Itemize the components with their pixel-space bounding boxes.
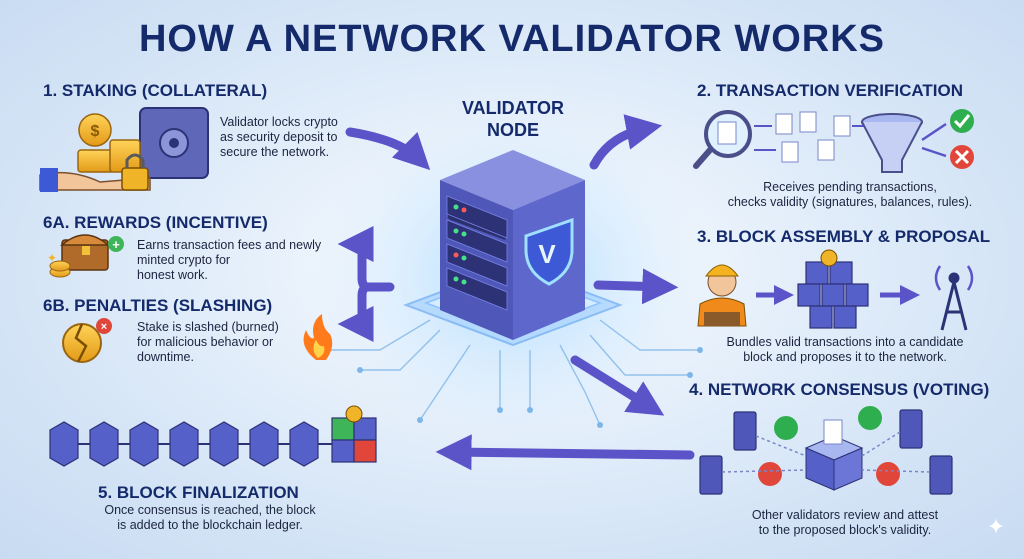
chain-icon [820,249,838,267]
step-3-line: block and proposes it to the network. [743,350,947,364]
step-6a-line: minted crypto for [137,253,231,267]
step-6a-line: honest work. [137,268,208,282]
arrow-to-penalties [337,282,374,342]
step-5-heading: 5. BLOCK FINALIZATION [98,483,299,502]
antenna-icon [934,265,974,331]
svg-text:V: V [538,239,556,269]
verification-art [693,109,974,173]
step-3-heading: 3. BLOCK ASSEMBLY & PROPOSAL [697,227,991,246]
step-4-line: to the proposed block's validity. [758,523,932,537]
chain-icon [345,405,363,423]
arrow-node-to-consensus [570,355,665,416]
validator-node-label-line2: NODE [486,120,539,140]
step-6b-line: Stake is slashed (burned) [137,320,279,334]
server-icon [699,409,953,495]
step-1-line: as security deposit to [220,130,338,144]
step-2-description: Receives pending transactions, checks va… [700,180,1000,210]
svg-text:$: $ [91,123,100,140]
step-6a-heading: 6A. REWARDS (INCENTIVE) [43,213,268,232]
arrow-node-to-verification [589,114,663,170]
step-1-line: secure the network. [220,145,330,159]
step-2-heading: 2. TRANSACTION VERIFICATION [697,81,964,100]
step-1-description: Validator locks crypto as security depos… [220,115,338,160]
arrow-node-to-assembly [593,268,679,305]
step-6b-line: downtime. [137,350,194,364]
step-6a-line: Earns transaction fees and newly [137,238,322,252]
step-4-line: Other validators review and attest [751,508,939,522]
step-5-line: Once consensus is reached, the block [104,503,316,517]
ballot-box-icon [804,419,864,491]
sparkle-icon: ✦ [47,251,57,265]
thumbs-down-icon [758,462,900,486]
step-3-line: Bundles valid transactions into a candid… [726,335,964,349]
blockchain-art [49,405,377,467]
fire-icon [303,314,333,360]
step-4-description: Other validators review and attest to th… [690,508,1000,538]
broken-coin-icon: × [62,318,112,363]
document-icon [775,111,851,163]
svg-text:+: + [112,237,120,252]
step-1-heading: 1. STAKING (COLLATERAL) [43,81,268,100]
funnel-icon [861,113,923,173]
block-cube-icon [49,421,319,467]
step-6b-line: for malicious behavior or [137,335,274,349]
sparkle-icon: ✦ [987,515,1005,540]
step-4-heading: 4. NETWORK CONSENSUS (VOTING) [689,380,990,399]
step-5-description: Once consensus is reached, the block is … [60,503,360,533]
flow-arrows [337,114,695,471]
step-6b-description: Stake is slashed (burned) for malicious … [137,320,279,365]
step-2-line: checks validity (signatures, balances, r… [727,195,973,209]
validator-server-icon: V [440,150,585,340]
step-1-line: Validator locks crypto [220,115,338,129]
thumbs-up-icon [774,406,882,440]
step-6a-description: Earns transaction fees and newly minted … [137,238,321,283]
step-6b-heading: 6B. PENALTIES (SLASHING) [43,296,273,315]
step-2-line: Receives pending transactions, [763,180,937,194]
treasure-chest-icon: + ✦ [47,234,124,278]
svg-text:×: × [101,321,107,333]
validator-node-label-line1: VALIDATOR [462,98,564,118]
page-title: HOW A NETWORK VALIDATOR WORKS [138,18,885,60]
arrow-consensus-to-finalization [435,434,695,471]
assembly-art [697,249,974,331]
check-icon [950,109,974,133]
step-5-line: is added to the blockchain ledger. [117,518,303,532]
magnifier-icon [693,110,752,169]
staking-art: $ [39,107,209,192]
lock-icon [121,153,149,191]
block-cube-icon [797,261,869,329]
validator-node-label: VALIDATOR NODE [443,97,583,141]
step-3-description: Bundles valid transactions into a candid… [690,335,1000,365]
circuit-traces [320,319,700,426]
worker-icon [697,264,747,327]
coins-icon: $ [77,113,141,173]
consensus-art [699,406,953,495]
arrow-staking-to-node [345,127,431,171]
